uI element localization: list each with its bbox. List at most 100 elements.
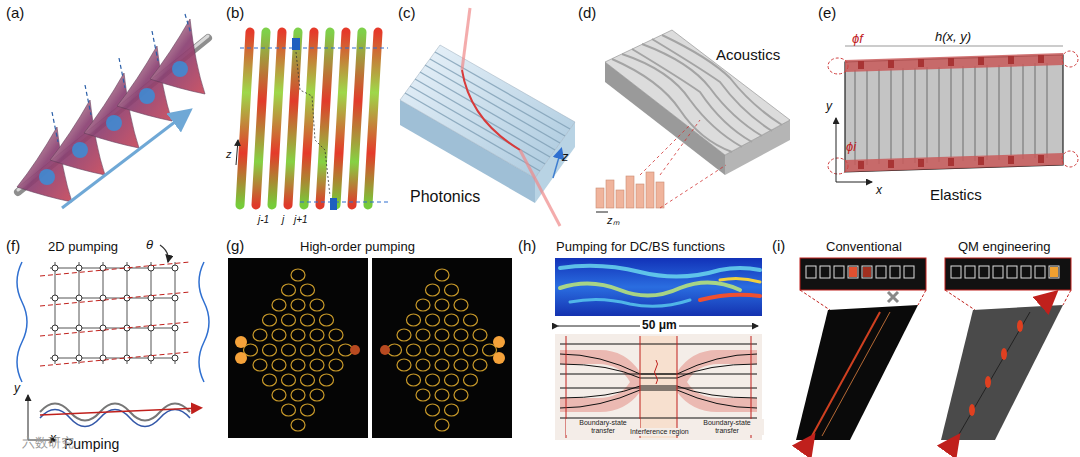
waveguide-ring (320, 344, 334, 356)
light-spot (350, 345, 360, 355)
lattice-site (76, 295, 82, 301)
waveguide-ring (329, 359, 343, 371)
waveguide-ring (310, 389, 324, 401)
scale-label: 50 μm (640, 319, 679, 333)
waveguide-ring (301, 284, 315, 296)
panel-label: (g) (226, 237, 244, 254)
waveguide-ring (435, 359, 449, 371)
waveguide-ring (320, 374, 334, 386)
lattice-site (52, 295, 58, 301)
lattice-site (52, 265, 58, 271)
lattice-site (76, 325, 82, 331)
waveguide-ring (291, 419, 305, 431)
panel-label: (h) (518, 237, 536, 254)
function-label: h(x, y) (935, 30, 971, 45)
waveguide-ring (464, 344, 478, 356)
region-label: Interference region (628, 428, 691, 436)
waveguide-ring (454, 299, 468, 311)
panel-title: QM engineering (958, 240, 1051, 255)
panel-label: (a) (6, 4, 24, 21)
waveguide-ring (445, 374, 459, 386)
waveguide-ring (407, 314, 421, 326)
pump-line (40, 322, 190, 336)
angle-label: θ (146, 238, 153, 253)
waveguide-ring (282, 404, 296, 416)
lattice-site (76, 265, 82, 271)
watermark: 六数研究 (22, 436, 74, 451)
waveguide-ring (301, 314, 315, 326)
waveguide-ring (301, 404, 315, 416)
dimension-label: zₘ (607, 214, 620, 227)
lattice-bond (175, 262, 176, 364)
waveguide-ring (310, 359, 324, 371)
light-spot (235, 336, 247, 348)
light-spot (493, 336, 505, 348)
light-spot (493, 352, 505, 364)
waveguide-ring (272, 299, 286, 311)
waveguide-ring (291, 299, 305, 311)
panel-g-art (228, 258, 512, 438)
axis-label: x (876, 184, 882, 198)
lattice-bond (50, 268, 178, 269)
waveguide-ring (282, 284, 296, 296)
waveguide-ring (407, 344, 421, 356)
phase-label: ϕf (852, 32, 863, 47)
waveguide-ring (454, 329, 468, 341)
panel-e-art (828, 46, 1078, 182)
waveguide-ring (435, 419, 449, 431)
waveguide-ring (282, 314, 296, 326)
lattice-bond (50, 358, 178, 359)
waveguide-ring (320, 314, 334, 326)
waveguide-ring (426, 404, 440, 416)
waveguide-ring (445, 404, 459, 416)
waveguide-ring (301, 344, 315, 356)
pump-line (40, 262, 190, 276)
waveguide-ring (464, 314, 478, 326)
axis-label: z (562, 150, 569, 165)
panel-title: 2D pumping (48, 240, 118, 255)
panel-label: (i) (772, 237, 785, 254)
panel-label: (b) (226, 4, 244, 21)
waveguide-ring (291, 389, 305, 401)
waveguide-ring (454, 359, 468, 371)
lattice-site (172, 325, 178, 331)
waveguide-ring (464, 374, 478, 386)
axis-label: z (226, 148, 232, 161)
lattice-site (76, 355, 82, 361)
waveguide-ring (416, 389, 430, 401)
axis-label: y (826, 100, 832, 114)
panel-title: Acoustics (716, 46, 780, 63)
waveguide-ring (397, 359, 411, 371)
light-spot (380, 345, 390, 355)
lattice-site (172, 295, 178, 301)
waveguide-ring (310, 299, 324, 311)
waveguide-ring (426, 314, 440, 326)
panel-title: High-order pumping (300, 240, 415, 255)
panel-title: Pumping for DC/BS functions (556, 240, 725, 255)
panel-f-art (17, 245, 209, 440)
waveguide-ring (445, 344, 459, 356)
panel-label: (e) (818, 4, 836, 21)
waveguide-ring (291, 359, 305, 371)
lattice-bond (79, 262, 80, 364)
lattice-site (52, 355, 58, 361)
panel-title: Photonics (410, 188, 480, 206)
waveguide-ring (435, 299, 449, 311)
site-index: j+1 (294, 214, 308, 226)
waveguide-ring (272, 359, 286, 371)
waveguide-ring (263, 314, 277, 326)
lattice-bond (50, 298, 178, 299)
waveguide-ring (272, 389, 286, 401)
lattice-bond (50, 328, 178, 329)
waveguide-ring (426, 284, 440, 296)
panel-d-art (596, 30, 790, 212)
panel-c-art (400, 8, 575, 226)
waveguide-ring (454, 389, 468, 401)
lattice-bond (55, 262, 56, 364)
region-label: Boundary-state transfer (690, 419, 764, 435)
waveguide-ring (416, 329, 430, 341)
light-spot (235, 352, 247, 364)
axis-label: y (14, 382, 20, 396)
